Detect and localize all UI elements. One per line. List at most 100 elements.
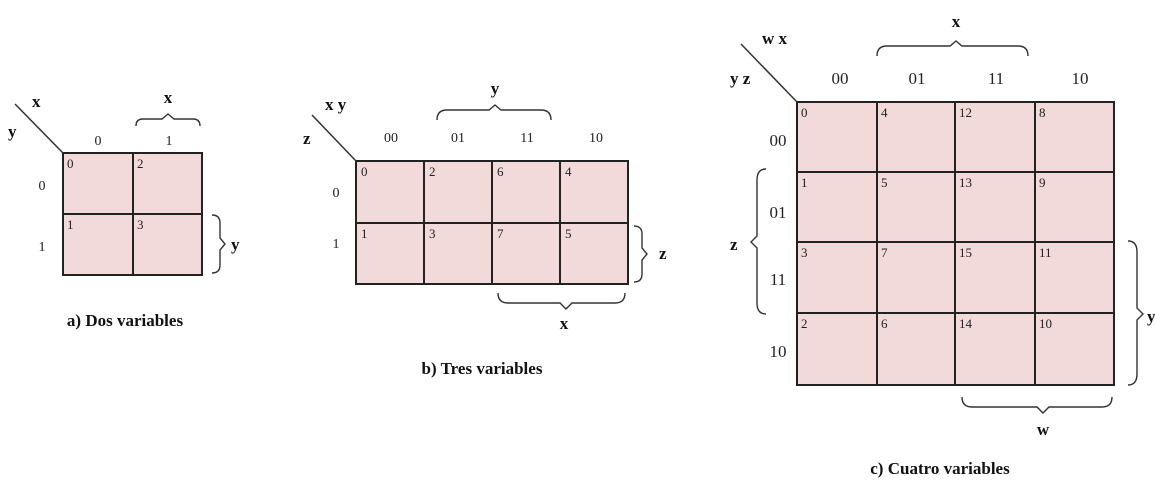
kmap4-cell-0-0 — [796, 101, 878, 173]
kmap4-cell-index: 1 — [801, 175, 808, 190]
kmap4-cell-1-0 — [796, 171, 878, 243]
kmap4-cell-0-3 — [1034, 101, 1115, 173]
kmap4-left-brace-label: z — [730, 235, 738, 254]
kmap3-cell-0-3 — [559, 160, 629, 224]
kmap4-col-header: 00 — [832, 69, 849, 88]
kmap4-col-header: 10 — [1072, 69, 1089, 88]
kmap2-top-brace — [135, 113, 201, 127]
kmap2-corner-row-var: y — [8, 122, 17, 141]
kmap3-cell-index: 6 — [497, 164, 504, 179]
kmap2-cell-index: 0 — [67, 156, 74, 171]
kmap3-corner-row-var: z — [303, 129, 311, 148]
kmap4-top-brace — [876, 40, 1029, 57]
kmap3-cell-index: 5 — [565, 226, 572, 241]
kmap3-cell-index: 1 — [361, 226, 368, 241]
kmap4-cell-3-3 — [1034, 312, 1115, 386]
kmap4-top-brace-label: x — [952, 12, 961, 31]
kmap4-corner-diagonal — [740, 43, 798, 103]
kmap4-cell-index: 5 — [881, 175, 888, 190]
kmap3-right-brace-label: z — [659, 244, 667, 263]
kmap3-corner-diagonal — [311, 114, 357, 162]
kmap-two-variables: 0 2 1 3 x y 0 1 0 1 x y a) Dos variables — [8, 88, 240, 330]
kmap3-cell-index: 3 — [429, 226, 436, 241]
kmap4-cell-2-0 — [796, 241, 878, 314]
kmap2-cell-1-0 — [62, 213, 134, 276]
kmap-three-variables: 0 2 6 4 1 3 7 5 x y z 00 01 11 10 0 1 y … — [303, 79, 667, 378]
kmap4-cell-index: 15 — [959, 245, 972, 260]
kmap2-grid — [62, 152, 203, 276]
kmap3-col-header: 01 — [451, 131, 465, 146]
kmap4-cell-index: 11 — [1039, 245, 1052, 260]
kmap4-grid — [796, 101, 1115, 386]
kmap4-cell-3-0 — [796, 312, 878, 386]
kmap4-corner-row-var: y z — [730, 69, 751, 88]
kmap4-cell-0-1 — [876, 101, 956, 173]
kmap4-cell-index: 2 — [801, 316, 808, 331]
kmap4-row-header: 11 — [770, 270, 786, 289]
kmap4-col-header: 01 — [909, 69, 926, 88]
kmap3-right-brace — [633, 225, 648, 283]
kmap3-col-header: 10 — [589, 131, 603, 146]
kmap4-cell-index: 14 — [959, 316, 973, 331]
kmap4-cell-index: 10 — [1039, 316, 1052, 331]
kmap3-cell-index: 2 — [429, 164, 436, 179]
kmap2-cell-0-1 — [132, 152, 203, 215]
kmap3-cell-1-3 — [559, 222, 629, 285]
kmap3-col-header: 11 — [520, 131, 533, 146]
kmap2-cell-0-0 — [62, 152, 134, 215]
kmap4-bottom-brace-label: w — [1037, 420, 1050, 439]
kmap4-row-header: 00 — [770, 131, 787, 150]
kmap2-top-brace-label: x — [164, 88, 173, 107]
kmap3-bottom-brace — [497, 292, 626, 310]
kmap3-cell-1-1 — [423, 222, 493, 285]
kmap4-cell-index: 0 — [801, 105, 808, 120]
kmap4-cell-index: 13 — [959, 175, 972, 190]
kmap3-row-header: 0 — [333, 186, 340, 201]
kmap4-cell-2-1 — [876, 241, 956, 314]
kmap2-corner-col-var: x — [32, 92, 41, 111]
kmap2-right-brace — [211, 214, 226, 274]
kmap4-cell-2-3 — [1034, 241, 1115, 314]
kmap4-col-header: 11 — [988, 69, 1004, 88]
kmap2-col-header: 1 — [166, 134, 173, 149]
kmap4-right-brace — [1127, 240, 1144, 386]
kmap-four-variables: 0 4 12 8 1 5 13 9 3 7 15 11 2 6 14 10 w … — [730, 12, 1155, 478]
kmap3-grid — [355, 160, 629, 285]
kmap3-corner-col-var: x y — [325, 95, 347, 114]
kmap2-corner-diagonal — [14, 103, 64, 154]
kmap4-cell-1-1 — [876, 171, 956, 243]
kmap4-bottom-brace — [961, 396, 1113, 414]
kmap4-right-brace-label: y — [1147, 307, 1155, 326]
kmap3-cell-index: 0 — [361, 164, 368, 179]
kmap4-row-header: 01 — [770, 203, 787, 222]
kmap4-cell-index: 8 — [1039, 105, 1046, 120]
kmap3-top-brace — [436, 104, 552, 121]
kmap4-cell-index: 12 — [959, 105, 972, 120]
kmap4-cell-index: 4 — [881, 105, 888, 120]
kmap3-caption: b) Tres variables — [422, 359, 543, 378]
kmap2-cell-1-1 — [132, 213, 203, 276]
kmap2-row-header: 0 — [39, 179, 46, 194]
kmap4-corner-col-var: w x — [762, 29, 788, 48]
kmap3-cell-index: 4 — [565, 164, 572, 179]
kmap3-cell-1-2 — [491, 222, 561, 285]
kmap4-caption: c) Cuatro variables — [870, 459, 1010, 478]
kmap4-cell-1-3 — [1034, 171, 1115, 243]
kmap3-cell-1-0 — [355, 222, 425, 285]
kmap3-cell-index: 7 — [497, 226, 504, 241]
kmap2-row-header: 1 — [39, 240, 46, 255]
kmap2-right-brace-label: y — [231, 235, 240, 254]
kmap4-left-brace — [750, 168, 767, 315]
kmap2-cell-index: 1 — [67, 217, 74, 232]
kmap4-cell-3-1 — [876, 312, 956, 386]
kmap4-cell-1-2 — [954, 171, 1036, 243]
kmap2-col-header: 0 — [95, 134, 102, 149]
kmap2-caption: a) Dos variables — [67, 311, 184, 330]
kmap4-row-header: 10 — [770, 342, 787, 361]
kmap3-bottom-brace-label: x — [560, 314, 569, 333]
kmap3-top-brace-label: y — [491, 79, 500, 98]
kmap4-cell-index: 9 — [1039, 175, 1046, 190]
kmap4-cell-index: 3 — [801, 245, 808, 260]
kmap3-col-header: 00 — [384, 131, 398, 146]
